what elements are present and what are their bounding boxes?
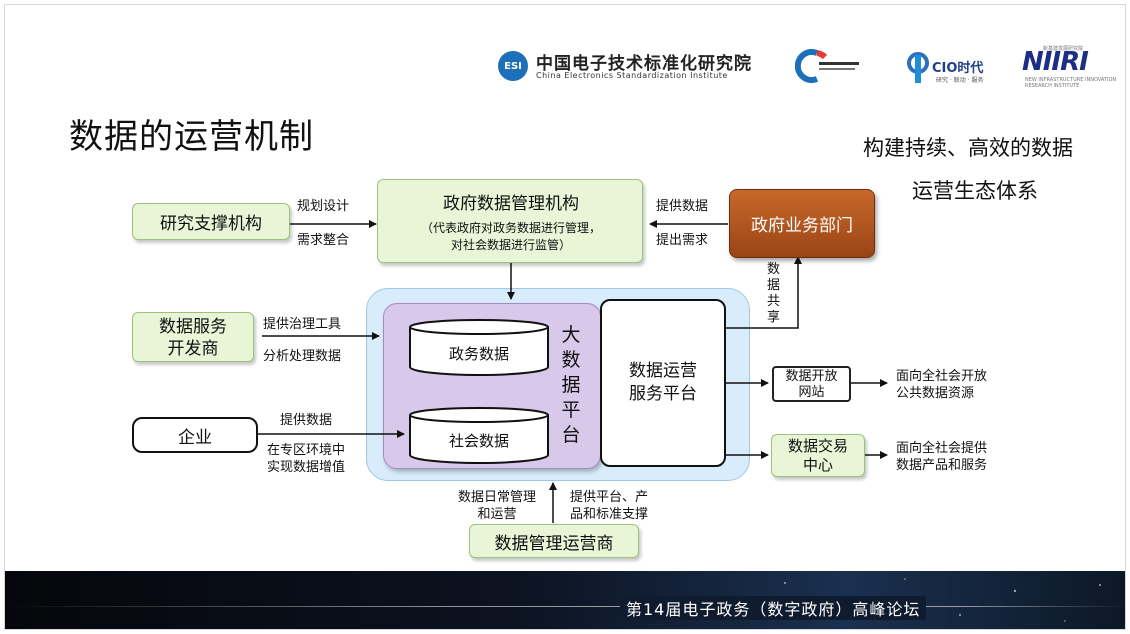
open-site-line-1: 数据开放 (785, 369, 838, 384)
analysis-label: 分析处理数据 (263, 349, 342, 364)
open-data-desc: 面向全社会开放 公共数据资源 (896, 368, 987, 402)
exchange-desc-line-2: 数据产品和服务 (896, 458, 988, 473)
daily-mgmt-label: 数据日常管理 和运营 (448, 489, 546, 523)
footer-banner (5, 571, 1125, 629)
slide: ESI 中国电子技术标准化研究院 China Electronics Stand… (4, 4, 1126, 630)
page-title: 数据的运营机制 (69, 117, 314, 157)
gov-data-cylinder-icon (409, 319, 549, 376)
open-desc-line-1: 面向全社会开放 (896, 369, 988, 384)
platform-support-line-1: 提供平台、产 (570, 490, 649, 505)
gov-department-box: 政府业务部门 (729, 189, 875, 258)
data-ops-platform-box: 数据运营 服务平台 (600, 299, 726, 467)
data-exchange-box: 数据交易 中心 (771, 434, 865, 477)
developer-line-2: 开发商 (167, 339, 219, 359)
esi-name-en: China Electronics Standardization Instit… (536, 71, 728, 80)
platform-support-label: 提供平台、产 品和标准支撑 (570, 489, 648, 523)
gov-data-mgmt-box: 政府数据管理机构 （代表政府对政务数据进行管理， 对社会数据进行监管） (377, 179, 643, 263)
open-data-site-box: 数据开放 网站 (772, 366, 851, 402)
cio-tagline: 研究 · 联动 · 服务 (936, 77, 984, 84)
niiri-subtext: NEW INFRASTRUCTURE INNOVATION RESEARCH I… (1025, 77, 1117, 89)
big-data-char-3: 据 (561, 374, 581, 396)
open-site-line-2: 网站 (798, 385, 825, 400)
raise-demand-label: 提出需求 (656, 233, 709, 248)
exchange-desc: 面向全社会提供 数据产品和服务 (896, 440, 987, 474)
big-data-char-5: 台 (561, 424, 581, 446)
gov-mgmt-title: 政府数据管理机构 (443, 194, 579, 214)
provide-data-label: 提供数据 (656, 199, 709, 214)
big-data-char-4: 平 (561, 399, 581, 421)
esi-name-cn: 中国电子技术标准化研究院 (536, 54, 752, 74)
research-support-box: 研究支撑机构 (132, 203, 290, 240)
daily-mgmt-line-1: 数据日常管理 (457, 490, 536, 505)
daily-mgmt-line-2: 和运营 (477, 507, 517, 522)
gov-data-label: 政务数据 (448, 345, 509, 363)
banner-stars (704, 578, 1101, 622)
niiri-top-text: 新基建发展研究院 (1043, 46, 1084, 52)
planning-label: 规划设计 (297, 199, 350, 214)
subtitle-line-2: 运营生态体系 (912, 179, 1038, 203)
enterprise-provide-data-label: 提供数据 (280, 413, 333, 428)
exchange-desc-line-1: 面向全社会提供 (896, 441, 988, 456)
partner-logo-icon (795, 49, 859, 83)
ops-platform-line-1: 数据运营 (629, 361, 697, 381)
requirement-label: 需求整合 (297, 233, 350, 248)
data-operator-box: 数据管理运营商 (469, 524, 639, 558)
big-data-char-2: 数 (561, 349, 581, 371)
niiri-logo: NIIRI (1022, 47, 1089, 77)
exchange-line-2: 中心 (802, 456, 833, 474)
social-data-label: 社会数据 (448, 432, 509, 450)
developer-line-1: 数据服务 (159, 317, 227, 337)
enterprise-zone-label: 在专区环境中 (267, 443, 346, 458)
data-service-developer-box: 数据服务 开发商 (132, 312, 254, 362)
open-desc-line-2: 公共数据资源 (896, 386, 975, 401)
diagram-connectors (258, 220, 888, 523)
data-share-char-4: 享 (767, 310, 781, 325)
footer-forum-title: 第14届电子政务（数字政府）高峰论坛 (620, 596, 927, 620)
cio-logo-icon (907, 52, 929, 83)
gov-mgmt-desc-2: 对社会数据进行监管） (450, 238, 571, 252)
enterprise-value-label: 实现数据增值 (267, 460, 346, 475)
gov-mgmt-desc-1: （代表政府对政务数据进行管理， (420, 221, 601, 235)
data-sharing-label: 数 据 共 享 (767, 262, 780, 326)
tools-label: 提供治理工具 (263, 317, 342, 332)
exchange-line-1: 数据交易 (787, 437, 848, 455)
social-data-cylinder-icon (409, 407, 549, 464)
data-share-char-2: 据 (767, 278, 781, 293)
data-share-char-3: 共 (767, 294, 781, 309)
ops-platform-line-2: 服务平台 (629, 384, 697, 404)
banner-light-line (5, 606, 1125, 607)
data-share-char-1: 数 (767, 262, 781, 277)
enterprise-box: 企业 (132, 417, 258, 453)
big-data-char-1: 大 (561, 324, 581, 346)
subtitle-line-1: 构建持续、高效的数据 (863, 136, 1073, 160)
big-data-platform-label: 大 数 据 平 台 (558, 323, 584, 448)
esi-logo-icon: ESI (498, 51, 528, 81)
cio-name: CIO时代 (932, 61, 984, 76)
platform-support-line-2: 品和标准支撑 (570, 507, 649, 522)
